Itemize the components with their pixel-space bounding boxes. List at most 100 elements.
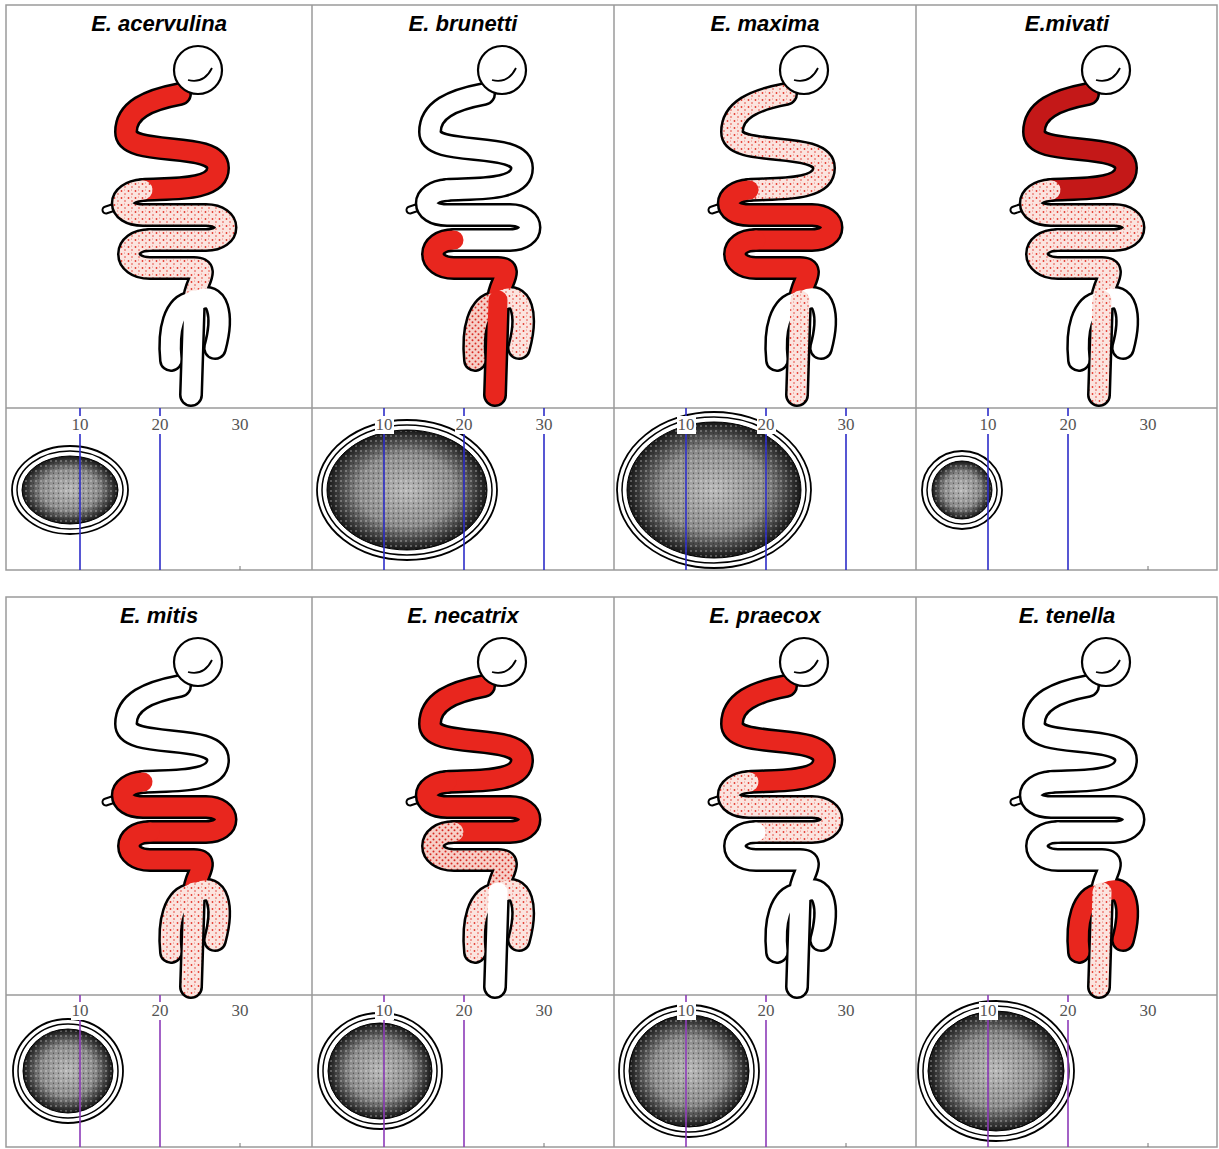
gut-outline	[126, 94, 218, 190]
oocyst-wall	[323, 1018, 437, 1124]
gut-outline	[732, 94, 824, 190]
gut-outline	[1034, 94, 1126, 190]
intestine-figure	[410, 638, 530, 987]
gizzard	[174, 638, 222, 686]
species-panel: E. maxima	[614, 5, 916, 45]
oocyst-body	[929, 1012, 1063, 1130]
gut-lesion	[126, 686, 218, 782]
species-name: E. mitis	[8, 597, 310, 629]
gizzard	[794, 660, 818, 673]
oocyst-wall	[624, 1010, 754, 1132]
scale-number: 20	[151, 1002, 170, 1020]
oocyst-wall	[927, 456, 997, 524]
scale-number: 20	[757, 1002, 776, 1020]
gut-lesion	[732, 686, 824, 782]
scale-number: 30	[837, 416, 856, 434]
intestine-figure	[712, 638, 832, 987]
gut-lesion	[1099, 300, 1102, 395]
oocyst-body	[24, 1030, 112, 1112]
species-name: E.mivati	[916, 5, 1218, 37]
intestine-figure	[712, 46, 832, 395]
oocyst-body	[22, 456, 118, 524]
gut-lesion	[1034, 686, 1126, 782]
gizzard	[478, 638, 526, 686]
species-panel: E. tenella	[916, 597, 1218, 637]
intestine-figure	[106, 46, 226, 395]
gut-lesion	[191, 892, 194, 987]
intestine-figure	[106, 638, 226, 987]
gut-outline	[1034, 686, 1126, 782]
gut-lesion	[797, 892, 800, 987]
scale-number: 30	[535, 1002, 554, 1020]
gut-lesion	[126, 94, 218, 190]
scale-number: 10	[375, 1002, 394, 1020]
gut-lesion	[1099, 892, 1102, 987]
gizzard	[780, 46, 828, 94]
gizzard	[1082, 638, 1130, 686]
gut-outline	[430, 94, 522, 190]
oocyst-wall	[922, 451, 1002, 529]
scale-number: 10	[375, 416, 394, 434]
scale-number: 10	[979, 416, 998, 434]
species-panel: E. praecox	[614, 597, 916, 637]
gizzard	[188, 68, 212, 81]
gut-lesion	[495, 892, 498, 987]
species-name: E. tenella	[916, 597, 1218, 629]
gut-lesion	[430, 686, 522, 782]
species-name: E. maxima	[614, 5, 916, 37]
panel-frames	[6, 5, 1217, 1147]
gizzard	[478, 46, 526, 94]
gizzard	[188, 660, 212, 673]
oocyst-wall	[322, 425, 492, 555]
oocyst-body	[627, 422, 801, 558]
oocyst-wall	[18, 1024, 118, 1118]
gut-outline	[191, 300, 194, 395]
gizzard	[1082, 46, 1130, 94]
intestine-figure	[410, 46, 530, 395]
gut-outline	[430, 686, 522, 782]
oocyst-body	[23, 1029, 113, 1113]
scale-number: 20	[151, 416, 170, 434]
gut-outline	[1099, 300, 1102, 395]
gut-lesion	[1034, 94, 1126, 190]
species-panel: E. necatrix	[312, 597, 614, 637]
scale-number: 30	[1139, 1002, 1158, 1020]
species-panel: E. brunetti	[312, 5, 614, 45]
gizzard	[794, 68, 818, 81]
gizzard	[780, 638, 828, 686]
scale-number: 10	[677, 416, 696, 434]
species-name: E. praecox	[614, 597, 916, 629]
scale-number: 20	[455, 1002, 474, 1020]
intestine-figure	[1014, 638, 1134, 987]
oocyst-wall	[918, 1001, 1074, 1141]
scale-number: 10	[979, 1002, 998, 1020]
oocyst-body	[629, 1015, 749, 1127]
scale-tick	[240, 1143, 241, 1147]
oocyst-body	[630, 1016, 748, 1126]
scale-number: 30	[837, 1002, 856, 1020]
scale-number: 30	[231, 416, 250, 434]
species-name: E. necatrix	[312, 597, 614, 629]
oocyst-wall	[622, 417, 806, 563]
oocyst-body	[932, 461, 992, 519]
scale-number: 10	[677, 1002, 696, 1020]
scale-tick	[544, 1143, 545, 1147]
oocyst-body	[928, 1011, 1064, 1131]
gut-outline	[797, 892, 800, 987]
oocyst-body	[329, 1024, 431, 1118]
gut-outline	[191, 892, 194, 987]
species-panel: E.mivati	[916, 5, 1218, 45]
gut-outline	[797, 300, 800, 395]
gut-outline	[732, 686, 824, 782]
species-panel: E. acervulina	[8, 5, 310, 45]
scale-number: 20	[455, 416, 474, 434]
oocyst-wall	[17, 451, 123, 529]
oocyst-body	[23, 457, 117, 523]
gut-lesion	[797, 300, 800, 395]
scale-number: 30	[231, 1002, 250, 1020]
scale-number: 10	[71, 416, 90, 434]
scale-number: 20	[1059, 416, 1078, 434]
oocyst-wall	[923, 1006, 1069, 1136]
scale-tick	[240, 566, 241, 570]
